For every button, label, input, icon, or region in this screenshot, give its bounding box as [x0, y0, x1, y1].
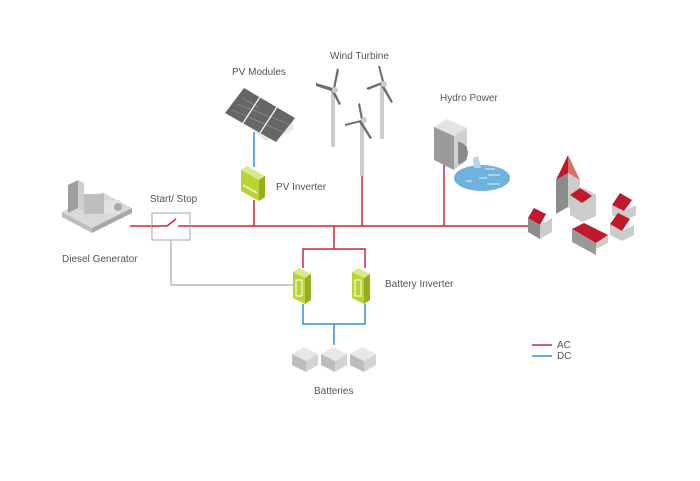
diesel-generator-icon: [62, 180, 132, 233]
house-long: [572, 223, 608, 255]
battery-inverter-icon-1: [293, 268, 311, 304]
battery-inverter-icon-2: [352, 268, 370, 304]
hydro-power-label: Hydro Power: [440, 93, 498, 104]
battery-inverter-dc-lines: [302, 304, 366, 325]
house-small-left: [528, 208, 552, 239]
pv-inverter-label: PV Inverter: [276, 182, 327, 193]
church: [556, 155, 596, 222]
battery-2: [321, 347, 347, 372]
wind-turbine-2: [366, 66, 393, 139]
legend-ac-label: AC: [557, 340, 571, 351]
battery-3: [350, 347, 376, 372]
pv-modules-icon: [225, 88, 295, 142]
house-right-bottom: [610, 213, 634, 241]
dc-wiring: [253, 132, 366, 345]
village-icon: [528, 155, 636, 255]
battery-1: [292, 347, 318, 372]
start-stop-switch[interactable]: [151, 212, 191, 241]
hydro-power-icon: [434, 119, 510, 191]
wind-turbine-label: Wind Turbine: [330, 51, 389, 62]
diesel-generator-label: Diesel Generator: [62, 254, 138, 265]
batteries-icon: [292, 347, 376, 372]
legend-dc-label: DC: [557, 351, 571, 362]
wind-turbine-1: [316, 68, 341, 147]
legend: AC DC: [532, 340, 571, 362]
battery-inverter-label: Battery Inverter: [385, 279, 454, 290]
battery-inverter-ac-lines: [302, 248, 366, 268]
wind-turbine-3: [345, 103, 372, 176]
control-line: [170, 240, 296, 286]
pv-modules-label: PV Modules: [232, 67, 286, 78]
wind-turbine-icon: [316, 66, 393, 176]
start-stop-label: Start/ Stop: [150, 194, 198, 205]
ac-wiring: [130, 165, 530, 268]
pv-inverter-icon: [241, 166, 265, 201]
batteries-label: Batteries: [314, 386, 353, 397]
